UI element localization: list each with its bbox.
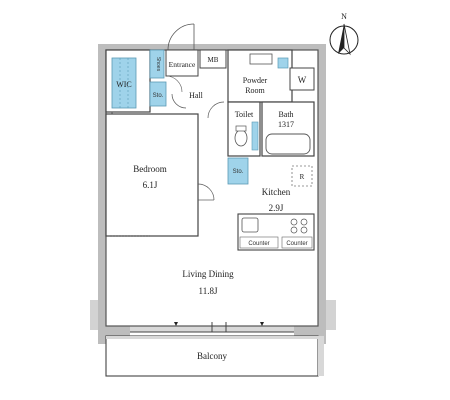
stove-icon xyxy=(290,218,308,234)
north-label: N xyxy=(341,12,347,21)
toilet-room xyxy=(227,101,261,157)
powder-label-1: Powder xyxy=(243,76,268,85)
shoes-label: Shoes xyxy=(155,57,161,72)
hall-label: Hall xyxy=(189,91,204,100)
fridge-label: R xyxy=(300,173,305,181)
toilet-label: Toilet xyxy=(235,110,254,119)
bedroom xyxy=(105,113,215,237)
shoes-storage xyxy=(149,49,165,79)
living-label-2: 11.8J xyxy=(199,286,218,296)
hall-doors xyxy=(171,93,225,119)
kitchen-label-2: 2.9J xyxy=(269,203,284,213)
counter-label-1: Counter xyxy=(248,241,269,247)
living-dining xyxy=(174,322,264,332)
washer-label: W xyxy=(298,75,307,85)
wic-label: WIC xyxy=(116,80,132,89)
balcony xyxy=(105,335,324,377)
washer-space xyxy=(289,67,315,91)
kitchen xyxy=(237,165,315,251)
sto-mid-storage xyxy=(227,157,249,185)
bedroom-label-2: 6.1J xyxy=(143,180,158,190)
bath-room xyxy=(261,101,315,157)
bath-label-2: 1317 xyxy=(278,120,294,129)
balcony-label: Balcony xyxy=(197,351,227,361)
entrance-label: Entrance xyxy=(169,60,196,69)
powder-room xyxy=(227,49,293,103)
mb-box xyxy=(199,49,227,69)
mb-label: MB xyxy=(208,56,219,64)
entrance-area xyxy=(165,23,199,93)
sto-mid-label: Sto. xyxy=(233,169,244,175)
powder-label-2: Room xyxy=(245,86,265,95)
bath-label-1: Bath xyxy=(278,110,293,119)
bedroom-label-1: Bedroom xyxy=(133,164,167,174)
kitchen-label-1: Kitchen xyxy=(262,187,291,197)
compass-icon xyxy=(329,23,359,56)
sto-entry-label: Sto. xyxy=(153,93,164,99)
counter-label-2: Counter xyxy=(286,241,307,247)
wic-room xyxy=(105,49,151,131)
sto-entry-storage xyxy=(149,81,167,107)
living-label-1: Living Dining xyxy=(182,269,234,279)
